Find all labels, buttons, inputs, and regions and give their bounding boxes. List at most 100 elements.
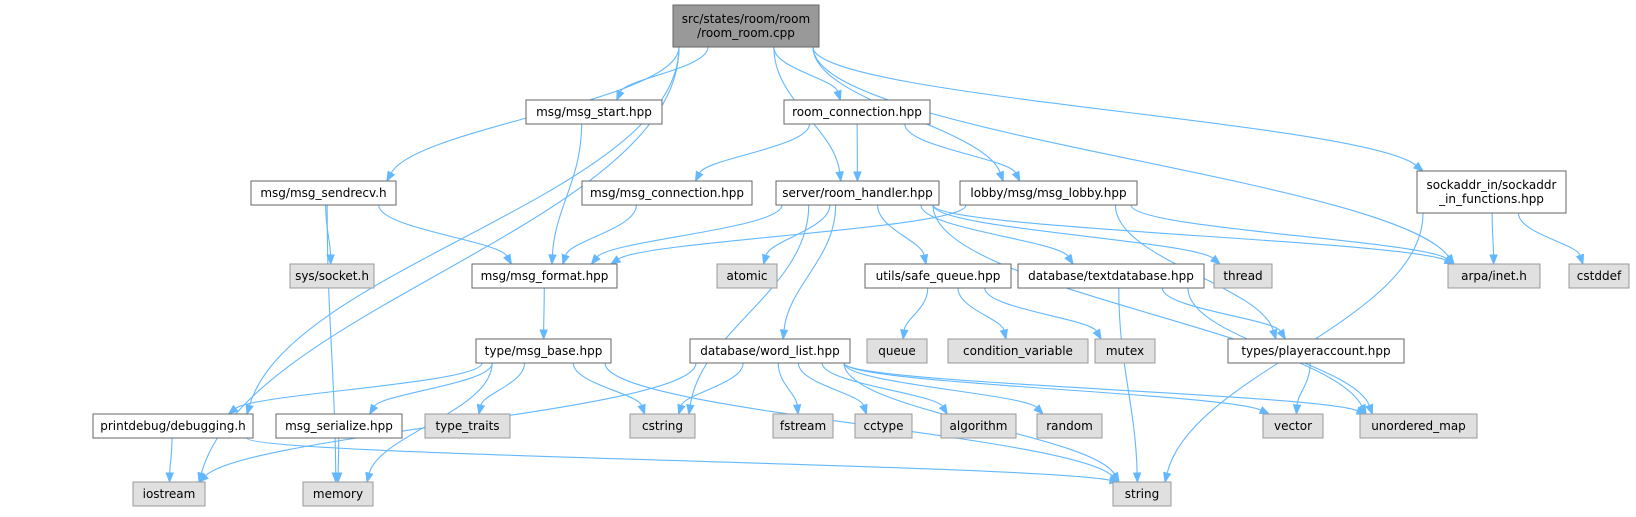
edge-arrowhead (539, 329, 548, 341)
node-label: type_traits (435, 419, 499, 433)
node-thread: thread (1213, 263, 1273, 289)
node-safe-queue[interactable]: utils/safe_queue.hpp (864, 263, 1012, 289)
node-box (689, 338, 851, 364)
edge-word_list-to-cstring (677, 362, 744, 416)
node-msg-lobby[interactable]: lobby/msg/msg_lobby.hpp (959, 180, 1138, 206)
edge-line (572, 362, 643, 406)
node-label: unordered_map (1371, 419, 1466, 433)
node-playeraccount[interactable]: types/playeraccount.hpp (1227, 338, 1405, 364)
edge-arrowhead (792, 404, 802, 416)
node-word-list[interactable]: database/word_list.hpp (689, 338, 851, 364)
edge-arrowhead (245, 403, 254, 416)
node-label: sys/socket.h (295, 269, 369, 283)
edge-playeraccount-to-vector (1292, 362, 1311, 416)
edge-word_list-to-random (843, 362, 1044, 415)
edge-line (543, 287, 545, 331)
edge-line (903, 287, 929, 331)
edge-arrowhead (835, 171, 844, 183)
edges-layer (165, 46, 1585, 485)
node-box (250, 180, 397, 206)
node-box (525, 99, 663, 125)
node-label: condition_variable (963, 344, 1073, 358)
node-iostream: iostream (132, 481, 206, 507)
edge-line (843, 362, 1038, 408)
edge-arrowhead (548, 254, 557, 266)
node-label: msg_serialize.hpp (285, 419, 393, 433)
node-msg-connection[interactable]: msg/msg_connection.hpp (581, 180, 753, 206)
node-sockaddr[interactable]: sockaddr_in/sockaddr_in_functions.hpp (1416, 170, 1567, 214)
node-box (940, 413, 1017, 439)
edge-arrowhead (938, 403, 948, 416)
edge-arrowhead (677, 403, 686, 416)
node-msg-sendrecv[interactable]: msg/msg_sendrecv.h (250, 180, 397, 206)
node-atomic: atomic (716, 263, 778, 289)
edge-line (932, 204, 1214, 259)
edge-word_list-to-algorithm (821, 362, 948, 416)
edge-line (877, 204, 925, 256)
edge-line (1161, 287, 1282, 332)
node-room-connection[interactable]: room_connection.hpp (783, 99, 931, 125)
edge-room_connection-to-room_handler (853, 123, 862, 183)
node-type-traits: type_traits (424, 413, 511, 439)
node-label: utils/safe_queue.hpp (876, 269, 1001, 283)
edge-line (783, 204, 837, 331)
edge-arrowhead (561, 253, 570, 266)
edge-line (932, 204, 1363, 407)
edge-arrowhead (368, 403, 379, 416)
edge-line (378, 204, 508, 257)
node-root[interactable]: src/states/room/room/room_room.cpp (672, 4, 820, 48)
node-box (672, 4, 820, 48)
node-msg-serialize[interactable]: msg_serialize.hpp (275, 413, 403, 439)
node-debugging[interactable]: printdebug/debugging.h (92, 413, 254, 439)
node-vector: vector (1262, 413, 1324, 439)
edge-arrowhead (919, 253, 929, 266)
edge-line (1118, 287, 1138, 474)
edge-arrowhead (386, 170, 396, 183)
node-msg-format[interactable]: msg/msg_format.hpp (471, 263, 618, 289)
node-box (854, 413, 913, 439)
node-box (947, 338, 1089, 364)
edge-room_handler-to-arpa_inet (932, 204, 1456, 265)
edge-line (619, 46, 709, 93)
edge-arrowhead (227, 404, 239, 415)
edge-room_handler-to-thread (932, 204, 1222, 265)
edge-line (920, 204, 1069, 257)
node-box (959, 180, 1138, 206)
node-room-handler[interactable]: server/room_handler.hpp (775, 180, 940, 206)
edge-line (932, 204, 1447, 261)
node-condition-variable: condition_variable (947, 338, 1089, 364)
node-box (424, 413, 511, 439)
edge-room_handler-to-atomic (762, 204, 831, 266)
edge-line (596, 204, 783, 258)
edge-arrowhead (1163, 471, 1172, 484)
node-msg-start[interactable]: msg/msg_start.hpp (525, 99, 663, 125)
edge-arrowhead (1292, 404, 1302, 416)
edge-line (821, 362, 943, 407)
node-textdatabase[interactable]: database/textdatabase.hpp (1017, 263, 1205, 289)
node-box (289, 263, 375, 289)
edge-arrowhead (762, 253, 771, 266)
node-label: memory (313, 487, 363, 501)
edge-arrowhead (165, 472, 174, 484)
node-string: string (1112, 481, 1172, 507)
node-box (775, 180, 940, 206)
edge-line (904, 123, 1017, 174)
node-box (1017, 263, 1205, 289)
node-cstddef: cstddef (1568, 263, 1630, 289)
node-box (1094, 338, 1156, 364)
edge-line (689, 204, 810, 406)
node-box (716, 263, 778, 289)
node-box (1447, 263, 1541, 289)
node-msg-base[interactable]: type/msg_base.hpp (475, 338, 612, 364)
node-label: string (1125, 487, 1159, 501)
edge-arrowhead (1011, 170, 1021, 183)
node-label: mutex (1106, 344, 1144, 358)
node-box (1568, 263, 1630, 289)
node-fstream: fstream (772, 413, 834, 439)
node-label: server/room_handler.hpp (782, 186, 932, 200)
node-queue: queue (866, 338, 928, 364)
edge-arrowhead (779, 329, 789, 341)
node-cctype: cctype (854, 413, 913, 439)
node-box (783, 99, 931, 125)
edge-msg_base-to-type_traits (476, 362, 526, 416)
